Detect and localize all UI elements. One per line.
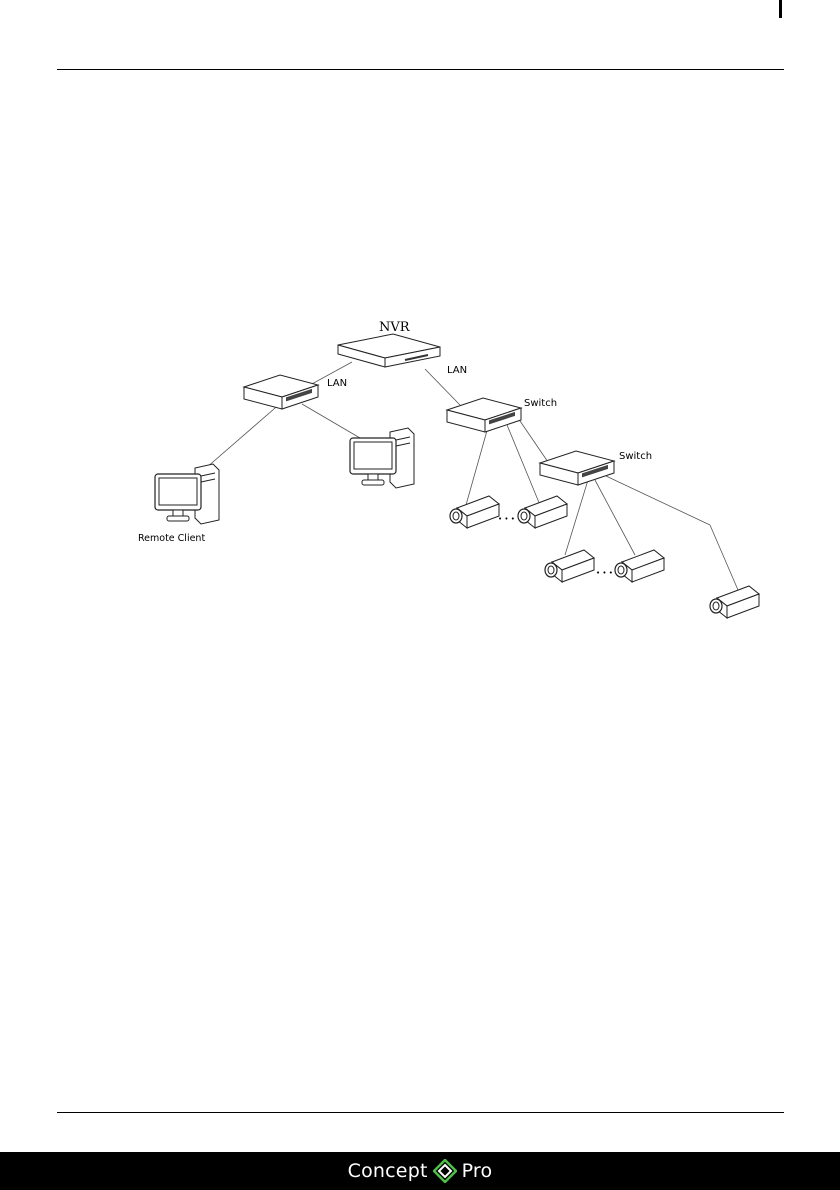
footer-bar: Concept Pro bbox=[0, 1152, 840, 1190]
switch-upper-label: Switch bbox=[524, 398, 557, 409]
brand-logo: Concept Pro bbox=[348, 1159, 493, 1183]
ellipsis-lower: • • • bbox=[596, 569, 613, 577]
nvr-device bbox=[338, 334, 440, 367]
local-client-computer bbox=[350, 428, 414, 488]
switch-lower-device bbox=[540, 451, 614, 485]
camera-upper-2 bbox=[518, 496, 567, 528]
switch-left-device bbox=[244, 375, 318, 409]
ellipsis-upper: • • • bbox=[498, 515, 515, 523]
camera-far bbox=[710, 586, 759, 618]
brand-left-text: Concept bbox=[348, 1160, 428, 1182]
nvr-label: NVR bbox=[379, 320, 411, 335]
lan-right-label: LAN bbox=[447, 365, 467, 376]
lan-left-label: LAN bbox=[327, 378, 347, 389]
brand-right-text: Pro bbox=[462, 1160, 493, 1182]
camera-lower-1 bbox=[545, 550, 594, 582]
camera-upper-1 bbox=[450, 496, 499, 528]
camera-lower-2 bbox=[615, 550, 664, 582]
remote-client-computer bbox=[155, 464, 219, 524]
footer-rule bbox=[57, 1112, 784, 1113]
diamond-logo-icon bbox=[433, 1159, 457, 1183]
remote-client-label: Remote Client bbox=[138, 533, 205, 544]
switch-lower-label: Switch bbox=[619, 451, 652, 462]
